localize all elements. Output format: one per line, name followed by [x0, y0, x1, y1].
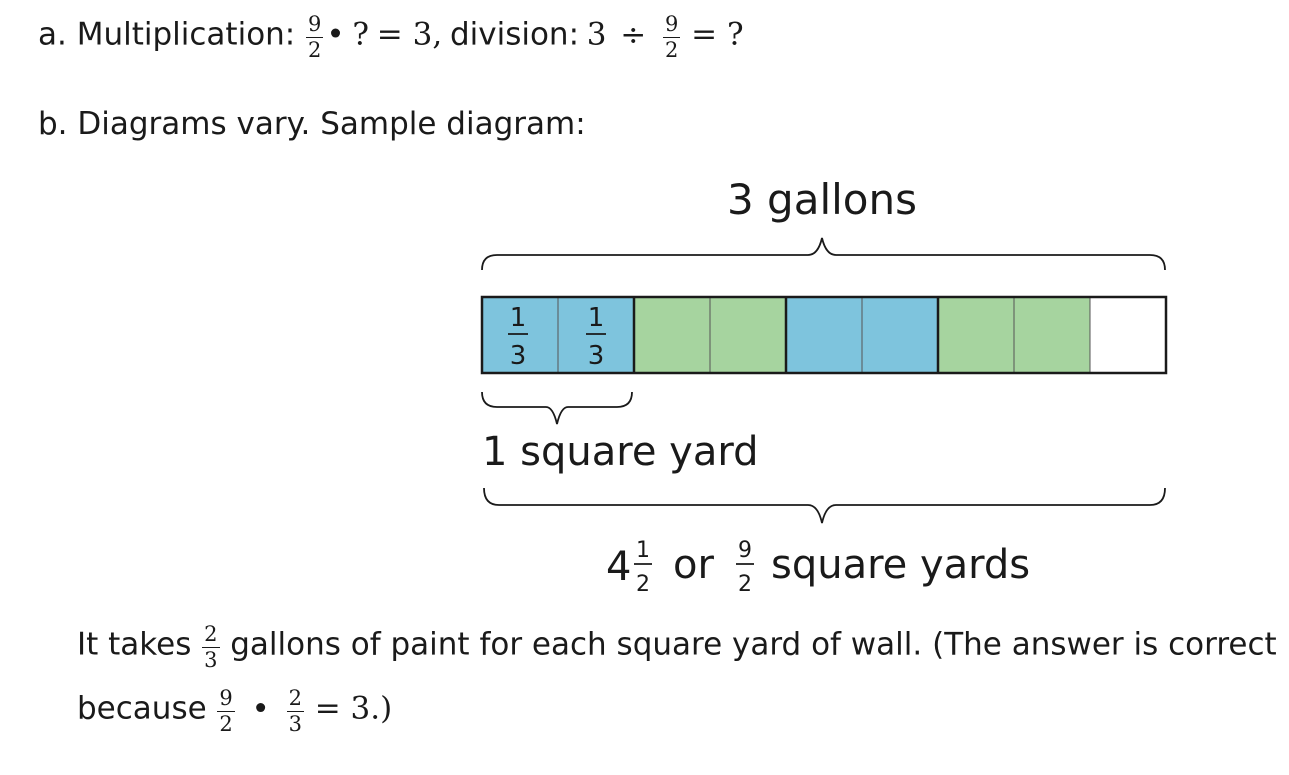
tape-segment	[785, 296, 863, 374]
segment-label-2-den: 3	[588, 341, 605, 371]
tape-segment	[937, 296, 1015, 374]
segment-label-2: 1 3	[586, 303, 606, 371]
div-fraction: 9 2	[663, 12, 681, 62]
bottom-label: 4 1 2 or 9 2 square yards	[606, 538, 1030, 597]
check-fraction-2: 2 3	[286, 686, 304, 736]
tape-segment	[709, 296, 787, 374]
check-dot: •	[251, 690, 270, 727]
conclusion-text-1: It takes	[77, 626, 192, 663]
part-a-label: a. Multiplication:	[38, 16, 296, 53]
check-fraction-1: 9 2	[217, 686, 235, 736]
div-sign: ÷	[620, 16, 647, 53]
segment-label-1-den: 3	[510, 341, 527, 371]
check-frac2-den: 3	[288, 712, 302, 736]
bottom-or: or	[673, 542, 714, 588]
conclusion-text-2: gallons of paint for each square yard of…	[230, 626, 1277, 663]
top-label: 3 gallons	[727, 175, 917, 224]
tape-segments	[480, 295, 1168, 375]
conclusion-fraction: 2 3	[202, 622, 220, 672]
conclusion-frac-num: 2	[202, 622, 220, 648]
group-brace	[481, 391, 633, 425]
conclusion-line-1: It takes 2 3 gallons of paint for each s…	[77, 624, 1277, 671]
tape-segment	[1013, 296, 1091, 374]
conclusion-text-3: because	[77, 690, 207, 727]
tape-segment	[1089, 296, 1167, 374]
mult-frac-den: 2	[308, 38, 322, 62]
division-label: division:	[449, 16, 580, 53]
group-label: 1 square yard	[482, 429, 758, 475]
bottom-frac2-num: 9	[738, 538, 752, 563]
conclusion-frac-den: 3	[204, 648, 218, 672]
check-equals: = 3.)	[314, 690, 393, 727]
segment-label-2-num: 1	[588, 303, 605, 333]
tape-outline	[480, 295, 1168, 375]
div-frac-num: 9	[663, 12, 681, 38]
part-b-label: b. Diagrams vary. Sample diagram:	[38, 106, 586, 142]
segment-label-1: 1 3	[508, 303, 528, 371]
top-brace	[481, 237, 1166, 271]
part-a-line: a. Multiplication: 9 2 • ? = 3, division…	[38, 14, 744, 61]
segment-label-1-num: 1	[510, 303, 527, 333]
mult-unknown: ?	[352, 16, 370, 53]
bottom-frac1-den: 2	[636, 572, 650, 597]
div-three: 3	[586, 16, 607, 53]
tape-segment	[861, 296, 939, 374]
bottom-whole: 4	[606, 544, 631, 590]
check-frac1-num: 9	[217, 686, 235, 712]
mult-fraction: 9 2	[306, 12, 324, 62]
mult-frac-num: 9	[306, 12, 324, 38]
check-frac2-num: 2	[286, 686, 304, 712]
bottom-tail: square yards	[771, 542, 1030, 588]
mult-dot: •	[326, 16, 345, 53]
mult-equals: = 3,	[376, 16, 443, 53]
bottom-brace	[483, 487, 1166, 524]
check-frac1-den: 2	[219, 712, 233, 736]
div-frac-den: 2	[665, 38, 679, 62]
bottom-frac2-den: 2	[738, 572, 752, 597]
tape-segment	[557, 296, 635, 374]
conclusion-line-2: because 9 2 • 2 3 = 3.)	[77, 688, 392, 735]
div-equals: = ?	[691, 16, 744, 53]
bottom-frac1-num: 1	[636, 538, 650, 563]
tape-segment	[633, 296, 711, 374]
